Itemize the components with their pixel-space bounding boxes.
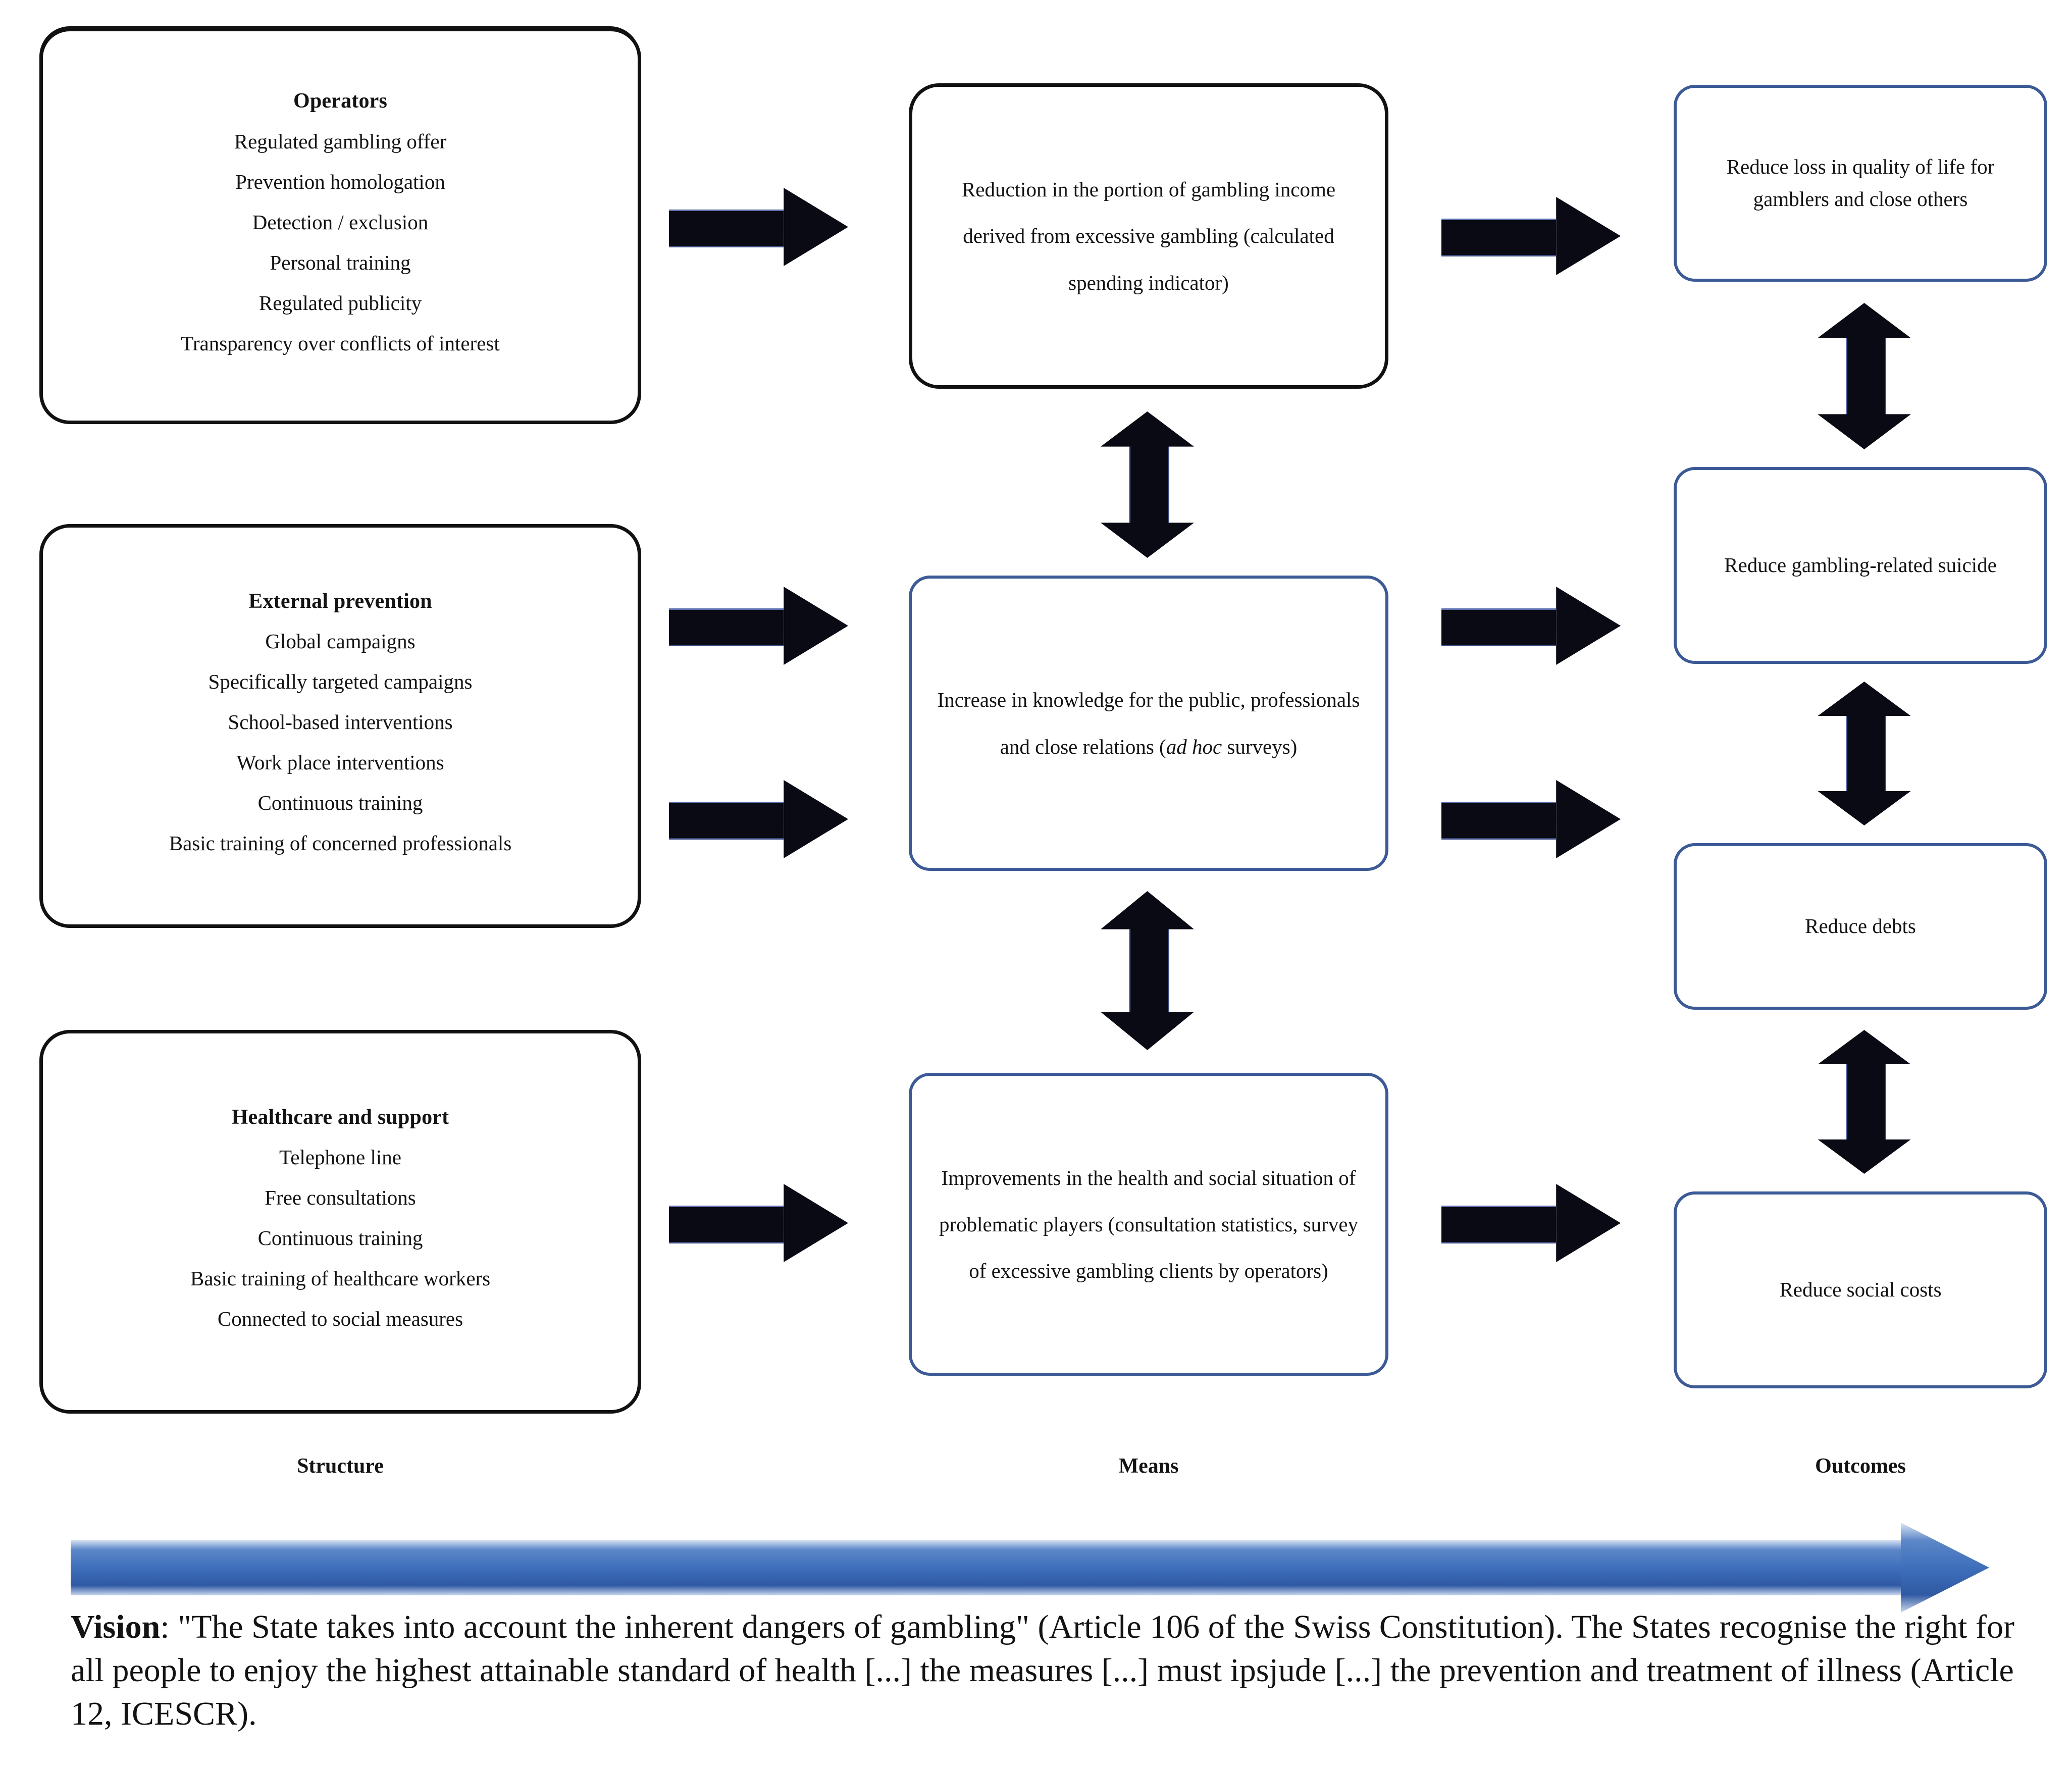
arrow-head-up (1818, 1030, 1911, 1065)
arrow-head-up (1101, 891, 1194, 929)
vision-separator: : (160, 1608, 178, 1645)
column-caption-outcomes: Outcomes (1815, 1455, 1906, 1478)
arrow-head (784, 780, 848, 858)
outcome-text: Reduce loss in quality of life for gambl… (1726, 155, 1995, 211)
outcome-card-quality-of-life: Reduce loss in quality of life for gambl… (1674, 85, 2047, 282)
arrow-shaft (669, 210, 784, 247)
means-card-income-reduction: Reduction in the portion of gambling inc… (909, 83, 1388, 389)
operators-card: Operators Regulated gambling offer Preve… (39, 28, 641, 424)
arrow-head-down (1818, 414, 1911, 449)
double-arrow-income-knowledge (1101, 411, 1194, 558)
double-arrow-debts-social-costs (1818, 1030, 1911, 1174)
arrow-head (1556, 780, 1621, 858)
vision-arrow-head (1901, 1523, 1989, 1613)
outcome-card-suicide: Reduce gambling-related suicide (1674, 467, 2047, 664)
external-prevention-item: Global campaigns (265, 630, 416, 653)
external-prevention-item: Specifically targeted campaigns (208, 670, 473, 694)
external-prevention-item: Work place interventions (236, 751, 444, 774)
outcome-card-social-costs: Reduce social costs (1674, 1191, 2047, 1388)
arrow-shaft (669, 802, 784, 840)
outcome-text: Reduce debts (1805, 914, 1916, 938)
arrow-shaft (1441, 1206, 1557, 1243)
healthcare-support-item: Connected to social measures (217, 1307, 463, 1331)
double-arrow-quality-suicide (1818, 303, 1911, 449)
arrow-head-down (1818, 791, 1911, 825)
arrow-head-down (1101, 523, 1194, 558)
arrow-head-up (1818, 682, 1911, 716)
arrow-shaft (1845, 336, 1886, 416)
arrow-means-to-quality-of-life (1441, 197, 1621, 275)
double-arrow-suicide-debts (1818, 682, 1911, 825)
arrow-head (784, 1184, 848, 1262)
arrow-shaft (1128, 927, 1169, 1014)
vision-body: "The State takes into account the inhere… (71, 1608, 2014, 1732)
outcome-card-debts: Reduce debts (1674, 843, 2047, 1010)
arrow-healthcare-to-improvements (669, 1184, 848, 1262)
arrow-head-up (1101, 411, 1194, 447)
arrow-shaft (1441, 219, 1557, 256)
external-prevention-item: Basic training of concerned professional… (169, 832, 512, 855)
operators-title: Operators (293, 89, 388, 113)
arrow-head (784, 188, 848, 266)
arrow-head-down (1818, 1139, 1911, 1174)
means-text: Increase in knowledge for the public, pr… (912, 677, 1385, 770)
arrow-head-down (1101, 1012, 1194, 1050)
arrow-shaft (669, 608, 784, 646)
arrow-prevention-to-knowledge-lower (669, 780, 848, 858)
arrow-shaft (1441, 802, 1557, 840)
operators-item: Detection / exclusion (252, 210, 429, 234)
arrow-means-to-social-costs (1441, 1184, 1621, 1262)
arrow-shaft (1845, 1063, 1886, 1141)
means-text: Reduction in the portion of gambling inc… (961, 178, 1336, 294)
double-arrow-knowledge-improvements (1101, 891, 1194, 1050)
operators-item: Regulated gambling offer (234, 129, 447, 153)
arrow-prevention-to-knowledge-upper (669, 587, 848, 665)
healthcare-support-title: Healthcare and support (231, 1105, 449, 1129)
arrow-operators-to-means (669, 188, 848, 266)
vision-statement: Vision: "The State takes into account th… (71, 1605, 2019, 1735)
healthcare-support-item: Continuous training (257, 1226, 423, 1250)
arrow-head (784, 587, 848, 665)
operators-item: Prevention homologation (235, 170, 445, 193)
arrow-head (1556, 197, 1621, 275)
external-prevention-title: External prevention (248, 589, 432, 613)
external-prevention-item: School-based interventions (228, 710, 453, 734)
arrow-head-up (1818, 303, 1911, 338)
arrow-means-to-debts (1441, 780, 1621, 858)
arrow-shaft (1441, 608, 1557, 646)
means-text-after: surveys) (1222, 735, 1298, 758)
arrow-shaft (1128, 445, 1169, 525)
vision-label: Vision (71, 1608, 161, 1645)
means-card-knowledge-increase: Increase in knowledge for the public, pr… (909, 576, 1388, 871)
outcome-text: Reduce social costs (1779, 1278, 1942, 1302)
means-text-italic: ad hoc (1166, 735, 1222, 758)
external-prevention-card: External prevention Global campaigns Spe… (39, 524, 641, 928)
arrow-means-to-suicide (1441, 587, 1621, 665)
arrow-head (1556, 587, 1621, 665)
outcome-text: Reduce gambling-related suicide (1724, 553, 1997, 577)
healthcare-support-item: Basic training of healthcare workers (190, 1267, 491, 1290)
means-text: Improvements in the health and social si… (939, 1166, 1359, 1283)
arrow-shaft (669, 1206, 784, 1243)
operators-item: Personal training (270, 250, 411, 274)
external-prevention-item: Continuous training (257, 791, 423, 815)
operators-item: Regulated publicity (258, 291, 422, 315)
arrow-shaft (1845, 714, 1886, 793)
vision-arrow-body (71, 1540, 1919, 1595)
means-text-before: Increase in knowledge for the public, pr… (937, 688, 1360, 758)
healthcare-support-item: Free consultations (265, 1186, 416, 1210)
arrow-head (1556, 1184, 1621, 1262)
means-card-health-improvements: Improvements in the health and social si… (909, 1073, 1388, 1376)
operators-item: Transparency over conflicts of interest (181, 331, 500, 355)
healthcare-support-item: Telephone line (279, 1146, 401, 1169)
column-caption-structure: Structure (297, 1455, 384, 1478)
column-caption-means: Means (1118, 1455, 1179, 1478)
vision-timeline-arrow (71, 1523, 1989, 1613)
healthcare-support-card: Healthcare and support Telephone line Fr… (39, 1030, 641, 1414)
